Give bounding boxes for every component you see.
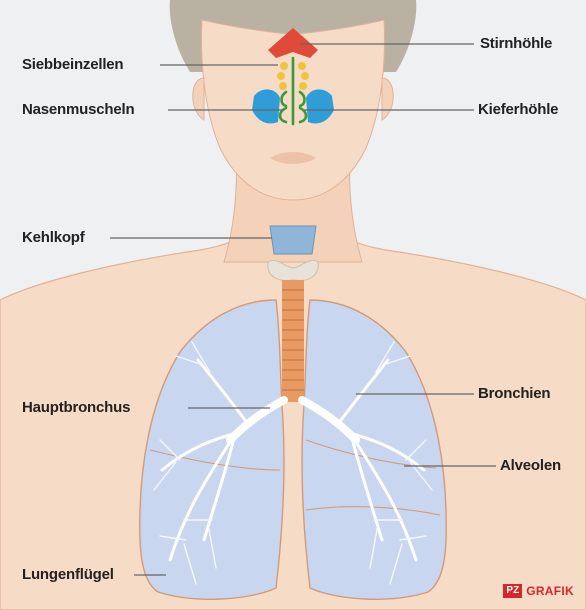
- label-bronchien: Bronchien: [478, 385, 550, 402]
- brand-logo: PZ: [503, 584, 522, 598]
- label-alveolen: Alveolen: [500, 457, 561, 474]
- label-nasenmuscheln: Nasenmuscheln: [22, 101, 134, 118]
- label-lungenfluegel: Lungenflügel: [22, 566, 114, 583]
- label-stirnhoehle: Stirnhöhle: [480, 35, 552, 52]
- left-ear: [193, 78, 204, 120]
- larynx: [270, 226, 316, 254]
- trachea: [282, 280, 304, 402]
- label-kieferhoehle: Kieferhöhle: [478, 101, 558, 118]
- right-ear: [382, 78, 393, 120]
- label-siebbeinzellen: Siebbeinzellen: [22, 56, 123, 73]
- credit: PZ GRAFIK: [503, 584, 574, 598]
- credit-text: GRAFIK: [526, 584, 574, 598]
- label-hauptbronchus: Hauptbronchus: [22, 399, 130, 416]
- label-kehlkopf: Kehlkopf: [22, 229, 85, 246]
